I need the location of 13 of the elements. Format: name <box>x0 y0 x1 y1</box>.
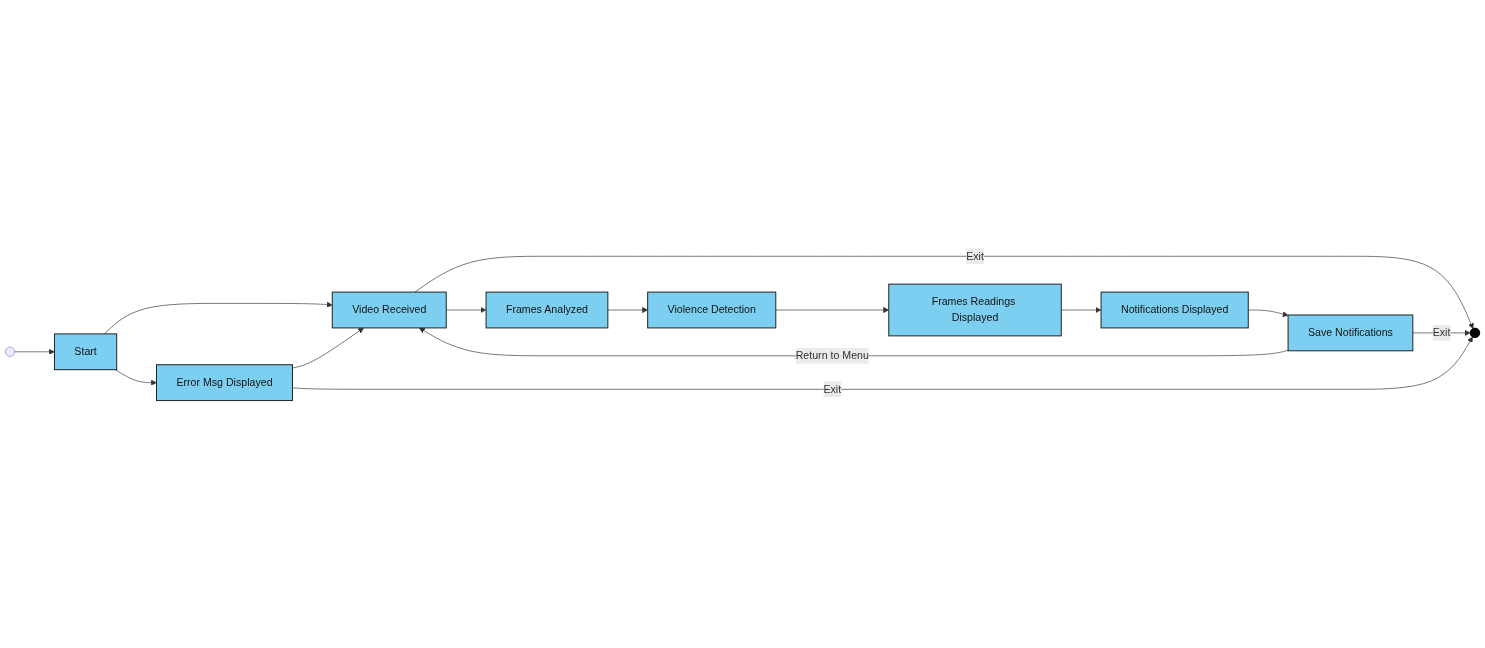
edge-label: Exit <box>823 382 842 395</box>
node-box: Frames Analyzed <box>485 291 609 328</box>
node-box: Error Msg Displayed <box>156 363 293 401</box>
node-box: Violence Detection <box>647 291 777 328</box>
edge-label: Return to Menu <box>795 349 869 361</box>
node-box: Frames Readings Displayed <box>888 283 1062 336</box>
edge-label: Exit <box>966 249 984 262</box>
node-box: Notifications Displayed <box>1100 291 1249 328</box>
node-box: Start <box>53 332 118 370</box>
node-box: Video Received <box>331 291 447 328</box>
edge-label: Exit <box>1432 326 1451 338</box>
node-box: Save Notifications <box>1287 314 1414 351</box>
node-circle <box>5 346 15 357</box>
